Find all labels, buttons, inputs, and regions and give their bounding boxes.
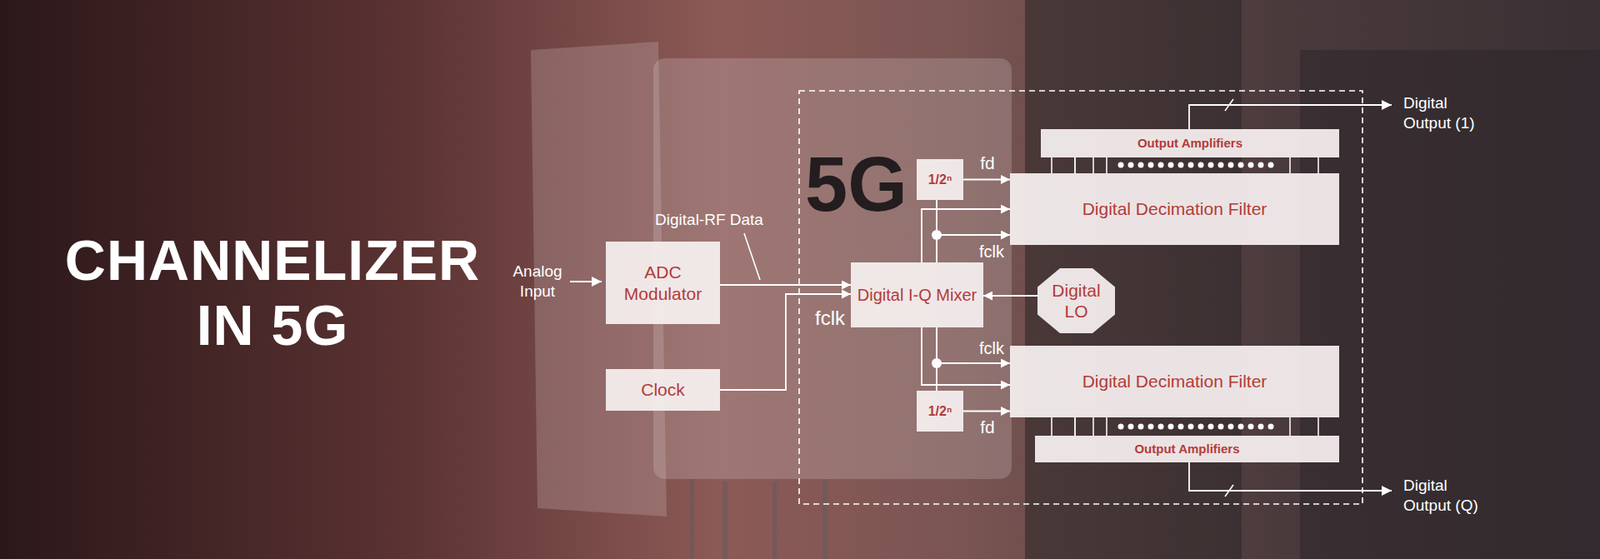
clock-frequency: fclk — [979, 338, 1005, 360]
tap-dot — [1128, 162, 1135, 169]
tap-dot — [1168, 162, 1175, 169]
pole — [1025, 0, 1242, 559]
channelizer-boundary — [799, 90, 1363, 505]
cable — [772, 481, 778, 559]
tap-dot — [1118, 162, 1125, 169]
decimated-frequency: fd — [980, 416, 995, 439]
antenna-marking: 5G — [805, 145, 908, 223]
tap-dot — [1178, 424, 1185, 430]
signal-connector — [963, 410, 1010, 413]
signal-connector — [1074, 417, 1076, 436]
leader-line — [744, 233, 760, 280]
bus-slash — [1225, 99, 1234, 111]
node-text: 1/2ⁿ — [921, 171, 959, 188]
tap-dot — [1178, 162, 1185, 169]
tap-dot — [1188, 162, 1195, 169]
tap-dot — [1208, 424, 1215, 430]
output-name: Digital Output (Q) — [1403, 475, 1491, 516]
node-text: ADC Modulator — [610, 261, 715, 304]
tap-dot — [1208, 162, 1215, 169]
cable — [722, 481, 728, 559]
octagon-shape — [1037, 268, 1115, 334]
node-text: 1/2ⁿ — [921, 403, 959, 420]
node-text: Output Amplifiers — [1045, 135, 1335, 151]
tap-dot — [1198, 162, 1205, 169]
tap-dot — [1238, 162, 1245, 169]
tap-dot — [1158, 424, 1165, 430]
tap-dot — [1118, 424, 1125, 430]
amplifier-band: Output Amplifiers — [1035, 435, 1340, 463]
signal-connector — [921, 209, 1010, 263]
signal-connector — [720, 294, 851, 390]
cable — [822, 479, 828, 559]
filter-box: Digital Decimation Filter — [1010, 173, 1340, 245]
node-text: Digital Decimation Filter — [1015, 370, 1335, 392]
signal-connector — [935, 200, 938, 263]
cable — [689, 479, 695, 559]
output-arrow — [1189, 105, 1392, 130]
tap-dot — [1248, 424, 1255, 430]
decimated-frequency: fd — [980, 152, 995, 175]
amplifier-band: Output Amplifiers — [1040, 129, 1340, 158]
clock-frequency: fclk — [815, 305, 845, 331]
bus-slash — [1225, 485, 1234, 497]
oscillator-octagon: Digital LO — [1037, 268, 1115, 334]
signal-connector — [963, 179, 1010, 181]
clock-frequency: fclk — [979, 241, 1005, 263]
divider-box: 1/2ⁿ — [916, 390, 964, 432]
signal-name: Analog Input — [504, 261, 571, 302]
input-arrow — [570, 280, 602, 283]
signal-connector — [935, 327, 938, 391]
tap-dot — [1188, 424, 1195, 430]
output-name: Digital Output (1) — [1403, 93, 1491, 134]
filter-box: Digital Decimation Filter — [1010, 345, 1340, 418]
tap-dot — [1248, 162, 1255, 169]
signal-connector — [720, 284, 851, 286]
node-text: Digital I-Q Mixer — [855, 285, 979, 305]
tap-dot — [1268, 424, 1275, 430]
signal-name: Digital-RF Data — [655, 210, 764, 230]
node-text: Digital Decimation Filter — [1015, 198, 1335, 220]
signal-connector — [936, 235, 1010, 263]
adc-box: ADC Modulator — [605, 241, 720, 325]
tap-dot — [1258, 162, 1265, 169]
tap-dot — [1228, 162, 1235, 169]
signal-connector — [921, 327, 1010, 385]
tap-dot — [1218, 162, 1225, 169]
output-arrow — [1189, 462, 1392, 491]
node-text: Clock — [610, 379, 715, 400]
mount-block — [1300, 50, 1600, 559]
tap-dot — [1218, 424, 1225, 430]
tap-dot — [1268, 162, 1275, 169]
page-title: CHANNELIZER IN 5G — [39, 227, 506, 358]
tap-dot — [1228, 424, 1235, 430]
tap-dot — [1128, 424, 1135, 430]
tap-dot — [1138, 162, 1145, 169]
tap-dot — [1158, 162, 1165, 169]
tap-dot — [1198, 424, 1205, 430]
node-text: Output Amplifiers — [1040, 441, 1335, 457]
cables — [691, 479, 825, 559]
signal-connector — [1074, 157, 1076, 174]
tap-dot — [1168, 424, 1175, 430]
tap-dot — [1138, 424, 1145, 430]
tap-lines — [1051, 157, 1319, 174]
signal-connector — [936, 327, 1010, 364]
tap-dot — [1258, 424, 1265, 430]
divider-box: 1/2ⁿ — [916, 159, 964, 200]
tap-dot — [1148, 162, 1155, 169]
signal-connector — [983, 295, 1038, 297]
tap-dot — [1238, 424, 1245, 430]
octagon-outline — [1037, 268, 1115, 334]
node-text: Digital LO — [1045, 280, 1107, 322]
tap-lines — [1051, 417, 1319, 436]
junction-dot — [931, 230, 942, 240]
clock-box: Clock — [605, 369, 720, 411]
tap-dot — [1148, 424, 1155, 430]
junction-dot — [931, 358, 942, 369]
mixer-box: Digital I-Q Mixer — [850, 262, 984, 328]
